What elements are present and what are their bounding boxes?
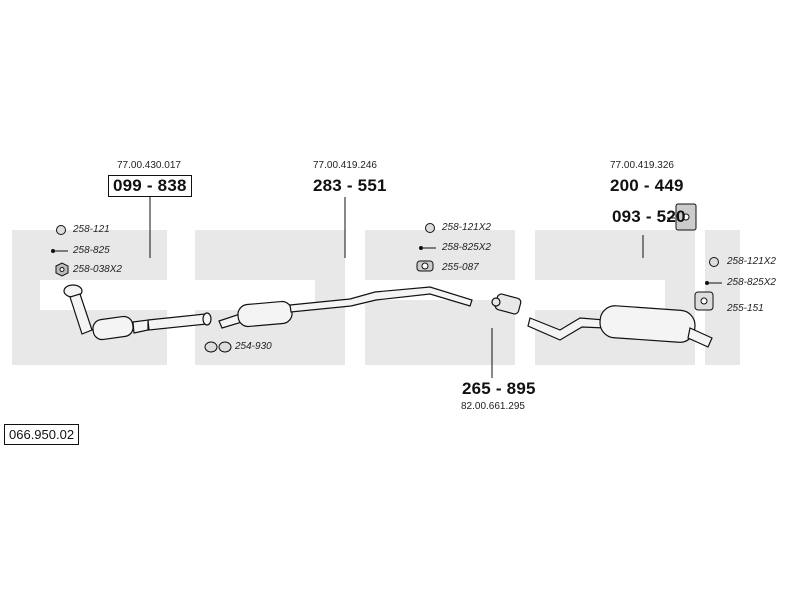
middle-silencer — [218, 286, 473, 329]
accessory-254-930[interactable]: 254-930 — [235, 341, 272, 352]
oem-number-265-895: 82.00.661.295 — [461, 401, 525, 412]
accessory-258-121x2-mid[interactable]: 258-121X2 — [442, 222, 491, 233]
part-number-265-895[interactable]: 265 - 895 — [462, 379, 536, 398]
rubber-mount-icon — [694, 291, 714, 311]
clamp-icon — [56, 223, 719, 267]
accessory-258-121[interactable]: 258-121 — [73, 224, 110, 235]
part-number-200-449[interactable]: 200 - 449 — [610, 176, 684, 195]
part-number-283-551[interactable]: 283 - 551 — [313, 176, 387, 195]
accessory-258-825[interactable]: 258-825 — [73, 245, 110, 256]
gasket-icon — [416, 260, 434, 272]
accessory-255-151[interactable]: 255-151 — [727, 303, 764, 314]
rear-silencer — [527, 305, 713, 348]
part-number-099-838[interactable]: 099 - 838 — [108, 175, 192, 197]
oem-number-099-838: 77.00.430.017 — [117, 160, 181, 171]
connecting-sleeve — [491, 293, 522, 315]
accessory-258-825x2-mid[interactable]: 258-825X2 — [442, 242, 491, 253]
oem-number-283-551: 77.00.419.246 — [313, 160, 377, 171]
nut-icon — [55, 262, 69, 277]
front-pipe-catalyst — [63, 284, 212, 341]
diagram-id-label: 066.950.02 — [4, 424, 80, 445]
oem-number-200-449: 77.00.419.326 — [610, 160, 674, 171]
accessory-258-825x2-rear[interactable]: 258-825X2 — [727, 277, 776, 288]
accessory-258-038x2[interactable]: 258-038X2 — [73, 264, 122, 275]
bracket-icon — [675, 203, 697, 231]
accessory-258-121x2-rear[interactable]: 258-121X2 — [727, 256, 776, 267]
clamp-ring-icon — [204, 341, 232, 353]
accessory-255-087[interactable]: 255-087 — [442, 262, 479, 273]
bolt-icon — [51, 246, 722, 285]
part-number-093-520[interactable]: 093 - 520 — [612, 207, 686, 226]
